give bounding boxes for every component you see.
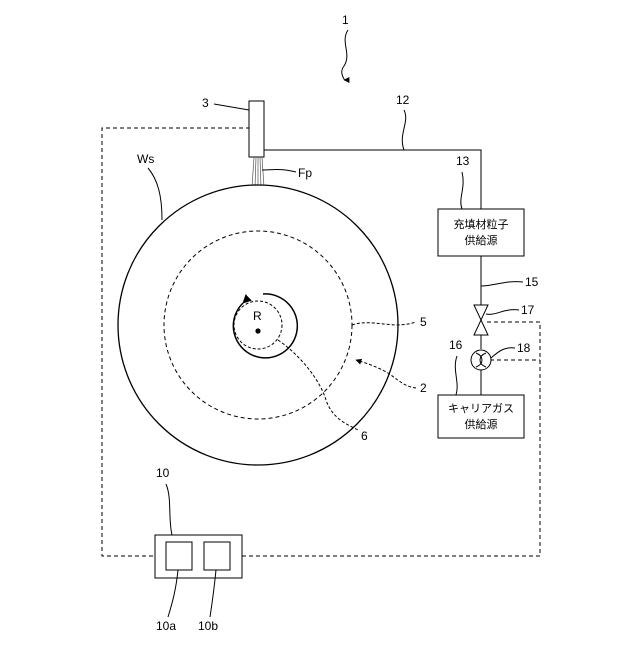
label-particles: Fp — [298, 166, 312, 180]
filler-supply-box — [438, 209, 524, 256]
valve — [474, 305, 488, 335]
wafer-outline — [118, 185, 398, 465]
controller-unit-a — [166, 542, 192, 570]
rotation-center-dot — [255, 328, 260, 333]
carrier-supply-text-1: キャリアガス — [448, 402, 514, 415]
label-pipe-lower: 15 — [525, 275, 539, 289]
leader-carrier-box — [455, 356, 457, 395]
nozzle — [249, 101, 264, 157]
leader-pipe-main — [402, 110, 405, 150]
particle-spray — [252, 157, 264, 187]
label-center: R — [253, 309, 262, 323]
label-valve: 17 — [521, 303, 535, 317]
label-controller-b: 10b — [198, 619, 218, 633]
filler-supply-text-1: 充填材粒子 — [454, 217, 509, 231]
label-flowmeter: 18 — [517, 341, 531, 355]
filler-supply-text-2: 供給源 — [465, 233, 498, 247]
label-controller-a: 10a — [156, 619, 176, 633]
label-carrier-box: 16 — [449, 338, 463, 352]
label-pipe-main: 12 — [396, 93, 410, 107]
label-outer-circle: 5 — [420, 315, 427, 329]
leader-wafer — [148, 168, 162, 220]
system-arrow — [342, 30, 348, 80]
carrier-gas-supply-box — [438, 395, 524, 438]
leader-particles — [262, 170, 296, 173]
carrier-supply-text-2: 供給源 — [465, 417, 498, 431]
label-controller: 10 — [156, 466, 170, 480]
leader-filler-box — [461, 172, 463, 209]
label-filler-box: 13 — [456, 154, 470, 168]
leader-pipe-lower — [481, 282, 523, 286]
flowmeter — [471, 350, 491, 370]
leader-valve — [486, 310, 519, 315]
label-arrow-ref: 2 — [420, 381, 427, 395]
leader-nozzle — [214, 104, 249, 110]
label-inner-circle: 6 — [361, 429, 368, 443]
label-wafer: Ws — [137, 152, 154, 166]
controller-unit-b — [204, 542, 230, 570]
leader-flowmeter — [491, 348, 515, 358]
label-system: 1 — [342, 13, 349, 27]
label-nozzle: 3 — [202, 96, 209, 110]
leader-controller — [166, 484, 172, 535]
